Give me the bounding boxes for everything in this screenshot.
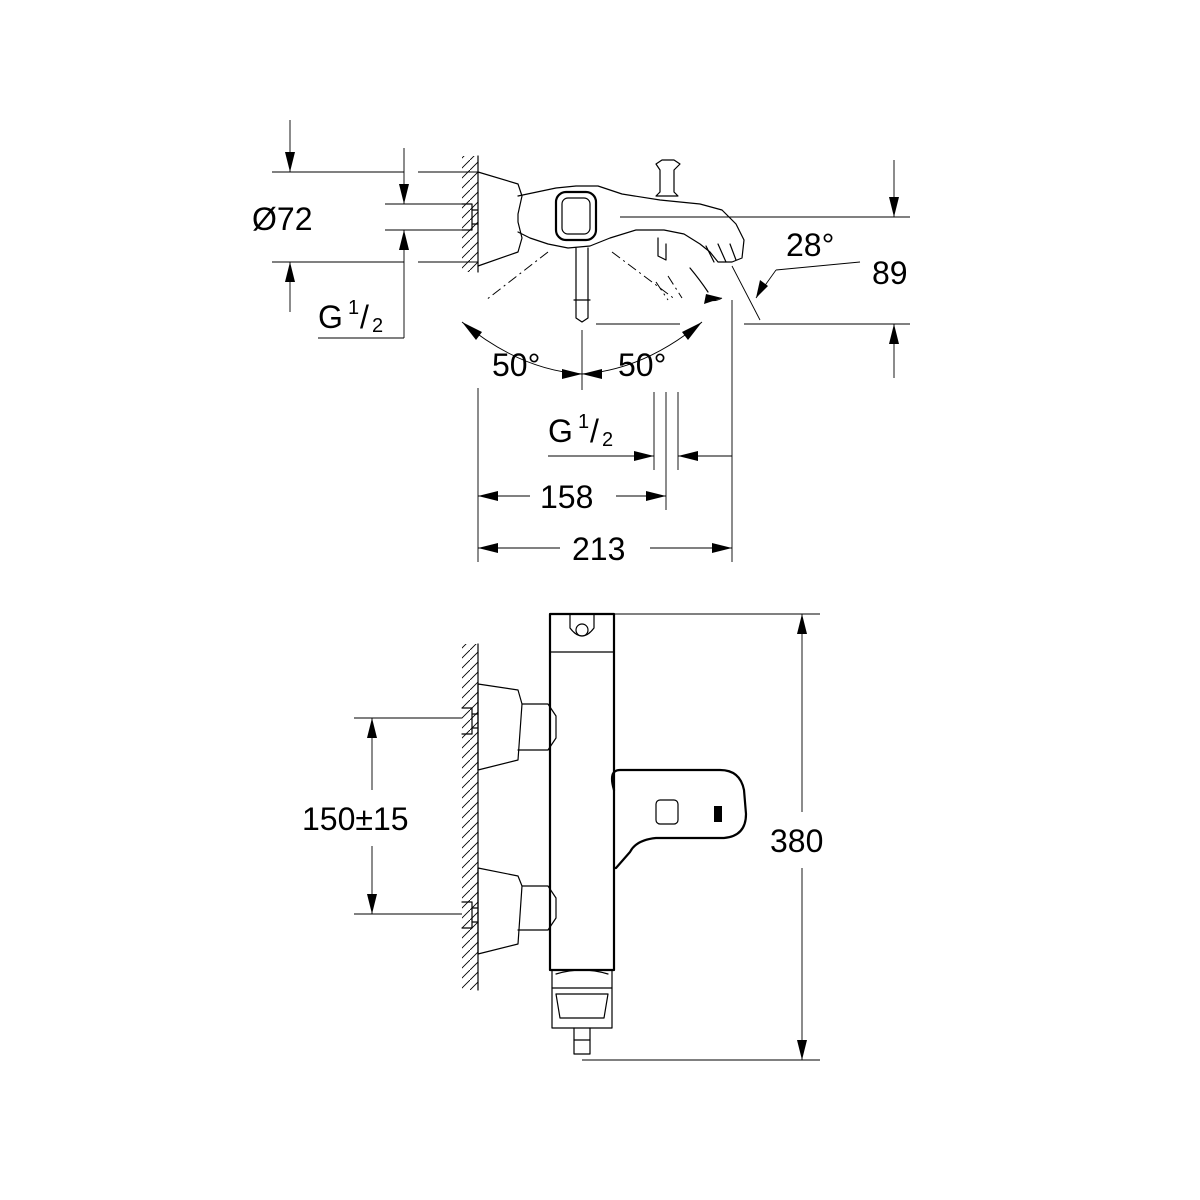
svg-text:G: G [318, 299, 343, 335]
dim-thread-left: G 1 / 2 [318, 297, 383, 337]
escutcheon-upper [477, 683, 523, 771]
dim-angle-right: 50° [618, 347, 666, 383]
dim-diameter: Ø72 [252, 201, 312, 237]
wall-top [462, 155, 479, 273]
dim-length-213: 213 [572, 531, 625, 567]
handle-lever-top [575, 247, 589, 323]
underside-fitting [657, 237, 667, 261]
top-view: Ø72 G 1 / 2 28° 89 50° 50° G 1 / 2 158 2… [252, 120, 910, 567]
handle-knob-top [554, 190, 598, 242]
svg-text:/: / [590, 413, 599, 449]
spout-outlet [714, 806, 722, 822]
escutcheon-lower [477, 867, 523, 955]
diverter-block [551, 987, 613, 1029]
diverter-knob [655, 159, 681, 197]
mixer-body-top [517, 185, 745, 263]
dim-thread-mid: G 1 / 2 [548, 411, 613, 451]
svg-text:/: / [360, 299, 369, 335]
svg-text:G: G [548, 413, 573, 449]
dim-centers: 150±15 [302, 801, 409, 837]
outlet-stub [573, 1027, 591, 1055]
spout-front [610, 768, 748, 870]
bottom-view: 150±15 380 [302, 612, 823, 1061]
svg-text:2: 2 [372, 315, 383, 337]
mixer-body-front [548, 612, 616, 972]
escutcheon-top [477, 171, 523, 267]
dim-spout-angle: 28° [786, 227, 834, 263]
svg-text:2: 2 [602, 429, 613, 451]
spout-handle-window [655, 799, 679, 825]
dim-length-158: 158 [540, 479, 593, 515]
wall-bottom [462, 643, 479, 991]
dim-angle-left: 50° [492, 347, 540, 383]
dim-height-380: 380 [770, 823, 823, 859]
dim-spout-height: 89 [872, 255, 908, 291]
svg-text:1: 1 [348, 297, 359, 319]
inlet-pipe-top [461, 203, 473, 231]
top-notch [569, 613, 595, 637]
svg-text:1: 1 [578, 411, 589, 433]
